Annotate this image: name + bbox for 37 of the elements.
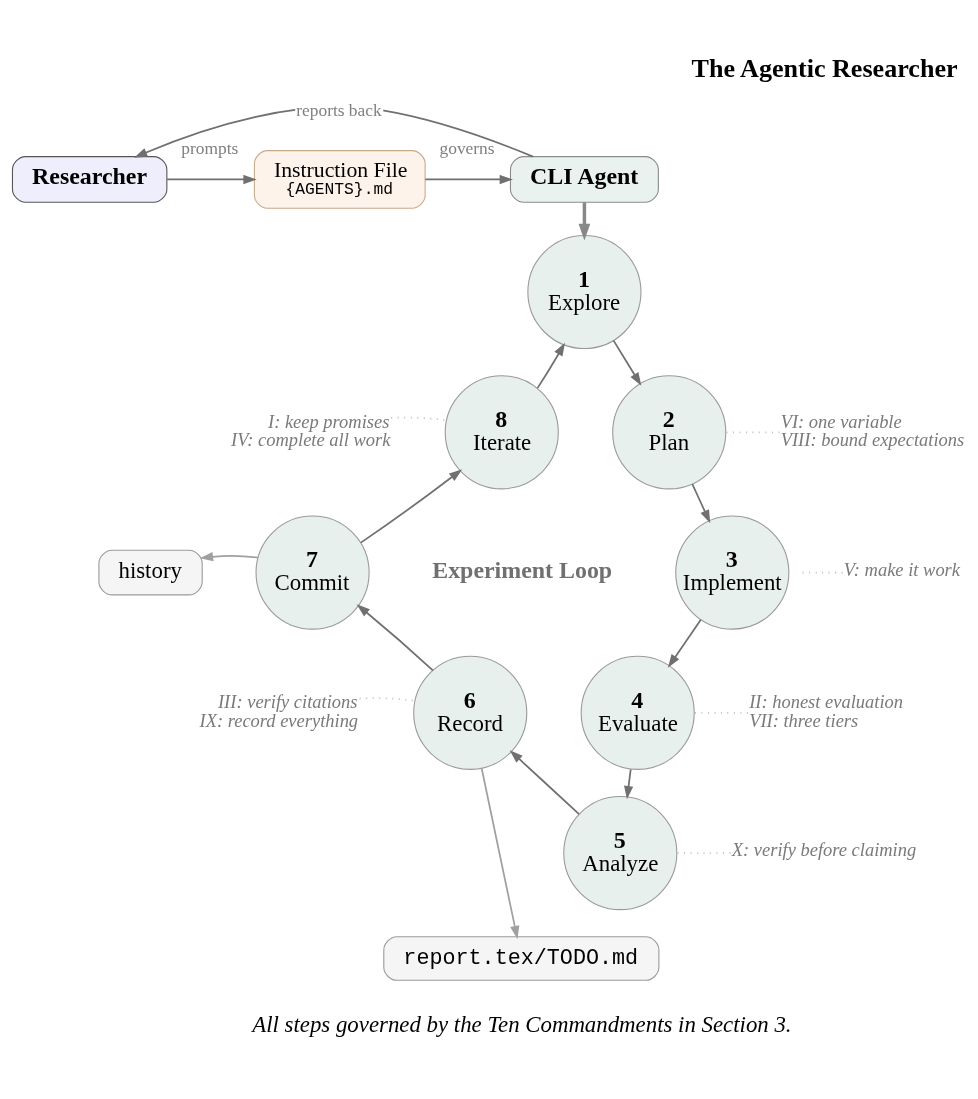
node-text: X: verify before claiming	[731, 839, 917, 860]
edge-label: prompts	[181, 138, 239, 158]
node-circle: 1 Explore	[527, 234, 642, 349]
arrow	[612, 339, 642, 386]
node-box: report.tex/TODO.md	[383, 935, 660, 981]
arrow	[166, 174, 257, 184]
node-text: V: make it work	[843, 559, 960, 580]
arrow	[424, 174, 513, 184]
node-box: Instruction File {AGENTS}.md	[253, 149, 426, 209]
node-circle: 3 Implement	[675, 514, 790, 630]
node-box: history	[98, 549, 203, 595]
edge-label: reports back	[296, 100, 382, 120]
arrow	[509, 749, 580, 815]
node-text: II: honest evaluation VII: three tiers	[749, 691, 904, 731]
arrow	[360, 468, 463, 543]
node-box: CLI Agent	[509, 155, 659, 203]
node-text: VI: one variable VIII: bound expectations	[780, 411, 965, 450]
node-circle: 2 Plan	[612, 374, 727, 489]
arrow	[480, 766, 520, 939]
arrow	[578, 201, 591, 241]
arrow	[356, 603, 434, 671]
arrow	[691, 482, 711, 523]
node-circle: 5 Analyze	[563, 795, 678, 910]
connector	[358, 696, 416, 702]
diagram-title: The Agentic Researcher	[691, 53, 958, 83]
label: Experiment Loop	[432, 556, 613, 583]
node-circle: 6 Record	[413, 655, 528, 770]
edge-label: governs	[439, 138, 495, 158]
node-box: Researcher	[11, 155, 168, 203]
caption: All steps governed by the Ten Commandments in Section 3.	[252, 1011, 792, 1037]
arrow	[624, 767, 634, 799]
node-text: I: keep promises IV: complete all work	[231, 411, 391, 450]
node-circle: 8 Iterate	[444, 374, 559, 489]
arrow	[199, 551, 259, 561]
arrow	[536, 342, 565, 389]
node-text: III: verify citations IX: record everything	[199, 691, 359, 731]
arrow	[667, 618, 702, 668]
